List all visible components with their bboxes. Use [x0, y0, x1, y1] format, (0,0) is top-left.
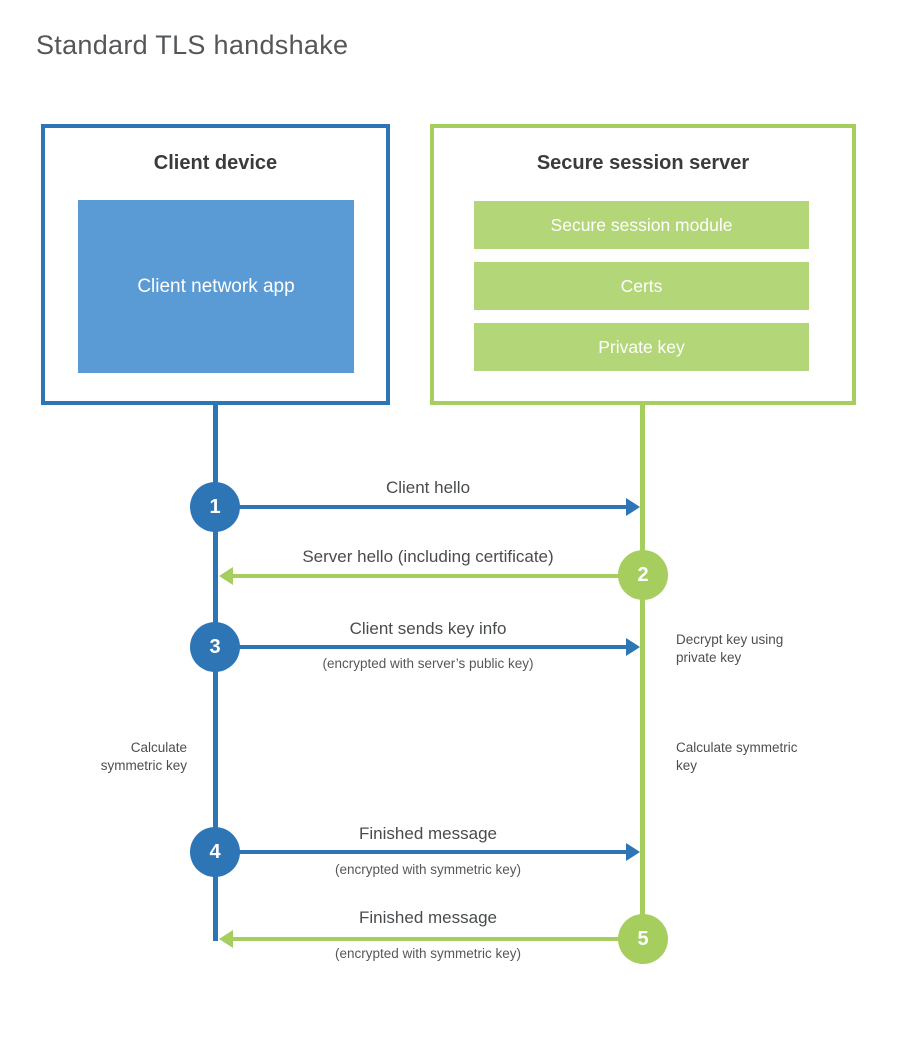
note-calculate-symmetric-server: Calculate symmetric key [676, 740, 798, 773]
note-decrypt-key: Decrypt key using private key [676, 632, 784, 665]
arrowhead-right-icon [626, 638, 640, 656]
step-number: 4 [209, 840, 221, 863]
message-label-1: Client hello [385, 478, 471, 497]
step-number: 1 [209, 495, 221, 518]
step-badge-5: 5 [618, 914, 668, 964]
client-device-title: Client device [153, 152, 278, 174]
message-sublabel-5: (encrypted with symmetric key) [334, 946, 522, 961]
message-sublabel-3: (encrypted with server’s public key) [322, 656, 534, 671]
step-number: 3 [209, 635, 221, 658]
client-network-app-label: Client network app [137, 275, 295, 297]
server-title: Secure session server [536, 152, 750, 174]
step-number: 2 [637, 563, 649, 586]
page-title: Standard TLS handshake [36, 30, 349, 60]
arrowhead-left-icon [219, 930, 233, 948]
step-badge-4: 4 [190, 827, 240, 877]
message-label-5: Finished message [359, 908, 497, 927]
message-arrow-2 [232, 574, 620, 578]
note-calculate-symmetric-client: Calculate symmetric key [100, 740, 187, 773]
client-device-box: Client device Client network app [41, 124, 390, 405]
step-number: 5 [637, 927, 649, 950]
server-box: Secure session server Secure session mod… [430, 124, 856, 405]
message-label-3: Client sends key info [349, 619, 507, 638]
arrowhead-right-icon [626, 498, 640, 516]
message-sublabel-4: (encrypted with symmetric key) [334, 862, 522, 877]
arrowhead-right-icon [626, 843, 640, 861]
client-network-app-box: Client network app [78, 200, 354, 373]
message-arrow-3 [238, 645, 626, 649]
message-label-4: Finished message [359, 824, 497, 843]
server-lifeline [640, 403, 645, 964]
server-module-certs: Certs [474, 262, 809, 310]
server-module-private-key: Private key [474, 323, 809, 371]
message-arrow-4 [238, 850, 626, 854]
step-badge-3: 3 [190, 622, 240, 672]
arrowhead-left-icon [219, 567, 233, 585]
step-badge-1: 1 [190, 482, 240, 532]
message-arrow-5 [232, 937, 620, 941]
message-label-2: Server hello (including certificate) [302, 547, 554, 566]
server-module-secure-session: Secure session module [474, 201, 809, 249]
client-lifeline [213, 403, 218, 941]
step-badge-2: 2 [618, 550, 668, 600]
message-arrow-1 [238, 505, 626, 509]
server-module-stack: Secure session module Certs Private key [474, 201, 809, 371]
